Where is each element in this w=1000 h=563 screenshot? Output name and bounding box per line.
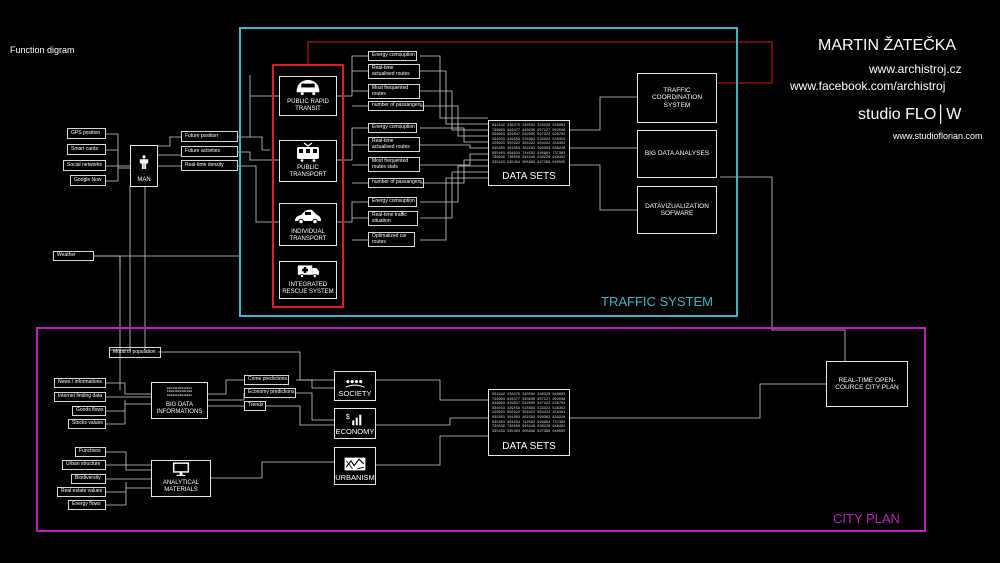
mood-of-population-box: Mood of population: [109, 347, 161, 358]
map-icon: [344, 457, 366, 470]
input-google-now: Google Now: [70, 175, 106, 186]
crime-predictions-box: Crime predictions: [244, 375, 289, 385]
input-real-estate-values: Real estate values: [57, 487, 106, 497]
society-label: SOCIETY: [338, 388, 372, 398]
city-plan-label: CITY PLAN: [833, 511, 900, 526]
rapid-transit-icon: [296, 79, 320, 96]
ambulance-icon: [297, 265, 320, 278]
economy-label: ECONOMY: [335, 426, 375, 436]
public-transport-label: PUBLIC TRANSPORT: [289, 165, 327, 178]
weather-box: Weather: [53, 251, 94, 261]
input-urban-structure: Urban structure: [62, 460, 106, 470]
rapid-most-frequented-routes: Most frequented routes: [368, 84, 420, 99]
economy-icon: $: [346, 414, 362, 425]
public-realtime-routes: Real-time actualised routes: [368, 137, 420, 152]
studio-website[interactable]: www.studioflorian.com: [893, 131, 983, 141]
input-energy-flows: Energy flows: [68, 500, 106, 510]
big-data-informations-label: BIG DATA INFORMATIONS: [156, 402, 203, 415]
author-website[interactable]: www.archistroj.cz: [869, 62, 962, 76]
input-functions: Functions: [75, 447, 106, 457]
rapid-realtime-routes: Real-time actualised routes: [368, 64, 420, 79]
output-realtime-density: Real-time density: [181, 160, 238, 171]
input-goods-flows: Goods flows: [72, 406, 106, 416]
diagram-title: Function digram: [10, 45, 75, 55]
traffic-system-label: TRAFFIC SYSTEM: [601, 294, 713, 309]
car-icon: [295, 209, 321, 225]
public-rapid-transit-node: PUBLIC RAPID TRANSIT: [279, 76, 337, 116]
urbanism-label: URBANISM: [335, 472, 375, 482]
public-number-of-passengers: number of passangers: [368, 178, 424, 188]
input-social-networks: Social networks: [63, 160, 106, 171]
public-energy-consumption: Energy comsuption: [368, 123, 417, 133]
monitor-icon: [172, 462, 190, 476]
integrated-rescue-system-node: INTEGRATED RESCUE SYSTEM: [279, 261, 337, 299]
traffic-datasets-node: 032442 236475 340504 346328 046803 74890…: [488, 120, 570, 186]
realtime-city-plan-node: REAL-TIME OPEN-COURCE CITY PLAN: [826, 361, 908, 407]
individual-optimalized-routes: Optimalized car routes: [368, 232, 415, 247]
city-datasets-numbers: 032442 236475 340504 346328 046803 74890…: [492, 393, 566, 434]
individual-transport-label: INDIVIDUAL TRANSPORT: [289, 229, 327, 242]
author-facebook[interactable]: www.facebook.com/archistroj: [790, 79, 946, 93]
studio-name: studio FLO│W: [858, 106, 962, 123]
output-future-position: Future position: [181, 131, 238, 142]
tram-icon: [297, 142, 319, 162]
traffic-datasets-label: DATA SETS: [502, 171, 556, 182]
traffic-coordination-system-node: TRAFFIC COORDINATION SYSTEM: [637, 73, 717, 123]
individual-realtime-traffic: Real-time traffic situation: [368, 211, 418, 226]
urbanism-node: URBANISM: [334, 447, 376, 485]
city-datasets-label: DATA SETS: [502, 441, 556, 452]
public-most-frequented-routes-stats: Most frequented routes stats: [368, 157, 420, 172]
man-label: MAN: [137, 176, 151, 183]
traffic-datasets-numbers: 032442 236475 340504 346328 046803 74890…: [492, 124, 566, 165]
society-node: SOCIETY: [334, 371, 376, 401]
output-future-activities: Future activities: [181, 146, 238, 157]
big-data-analyses-node: BIG DATA ANALYSES: [637, 130, 717, 178]
input-news-informations: News / informations: [54, 378, 106, 388]
analytical-materials-node: ANALYTICAL MATERIALS: [151, 460, 211, 497]
input-gps-position: GPS position: [67, 128, 106, 139]
input-biodiversity: Biodiversity: [71, 474, 106, 484]
analytical-materials-label: ANALYTICAL MATERIALS: [162, 480, 200, 493]
individual-energy-consumption: Energy comsuption: [368, 197, 417, 207]
society-icon: [345, 379, 365, 388]
rapid-energy-consumption: Energy comsuption: [368, 51, 417, 61]
public-transport-node: PUBLIC TRANSPORT: [279, 140, 337, 182]
public-rapid-transit-label: PUBLIC RAPID TRANSIT: [287, 99, 329, 112]
integrated-rescue-system-label: INTEGRATED RESCUE SYSTEM: [282, 282, 334, 295]
traffic-system-region: [239, 27, 738, 317]
man-node: MAN: [130, 145, 158, 187]
trends-box: Trends: [244, 401, 266, 411]
economy-predictions-box: Economy predictions: [244, 388, 296, 398]
input-internet-finding-data: Internet finding data: [54, 392, 106, 402]
datavizualization-software-node: DATAVIZUALIZATION SOFWARE: [637, 186, 717, 234]
input-smart-cards: Smart cards: [67, 144, 106, 155]
rapid-number-of-passengers: number of passangers: [368, 101, 424, 111]
city-datasets-node: 032442 236475 340504 346328 046803 74890…: [488, 389, 570, 456]
city-plan-region: [36, 327, 926, 532]
big-data-informations-node: 01010101010101 10101010101010 0101010101…: [151, 382, 208, 419]
transport-group-frame: [272, 64, 344, 308]
economy-node: $ ECONOMY: [334, 408, 376, 439]
author-name: MARTIN ŽATEČKA: [818, 37, 957, 54]
input-stocks-values: Stocks values: [68, 419, 106, 429]
individual-transport-node: INDIVIDUAL TRANSPORT: [279, 203, 337, 246]
person-icon: [139, 154, 149, 169]
binary-icon: 01010101010101 10101010101010 0101010101…: [166, 386, 193, 397]
svg-text:$: $: [346, 414, 350, 421]
